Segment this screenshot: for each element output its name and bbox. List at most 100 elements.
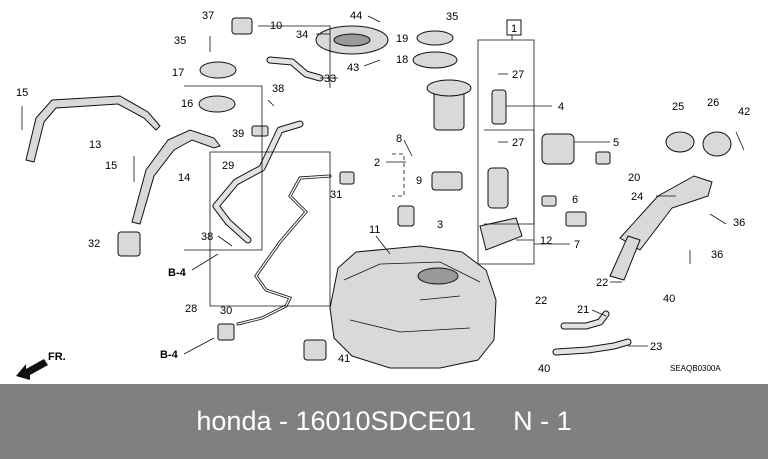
callout-34: 34: [296, 29, 308, 41]
group-box-2: [392, 153, 405, 197]
front-arrow-icon: [16, 359, 48, 380]
footer-part-label: honda - 16010SDCE01 N - 1: [196, 406, 572, 436]
connector-12: [565, 211, 587, 227]
callout-24: 24: [631, 191, 643, 203]
callout-31: 31: [330, 189, 342, 201]
leader-38b: [217, 235, 233, 247]
clip-31: [339, 171, 355, 185]
hose-33-inner: [267, 57, 323, 81]
callout-38b: 38: [201, 231, 213, 243]
filler-neck: [619, 175, 713, 251]
callout-27a: 27: [512, 69, 524, 81]
leader-21: [591, 309, 607, 317]
callout-5: 5: [613, 137, 619, 149]
callout-42: 42: [738, 106, 750, 118]
fuel-pump-cartridge: [491, 89, 507, 125]
ref-front: FR.: [48, 351, 66, 363]
bolt-42: [735, 131, 745, 151]
fuel-strainer: [479, 217, 523, 251]
fuel-pump-flange: [426, 79, 472, 97]
callout-43: 43: [347, 62, 359, 74]
valve-41: [303, 339, 327, 361]
callout-7: 7: [574, 239, 580, 251]
callout-28: 28: [185, 303, 197, 315]
valve-10: [231, 17, 253, 35]
callout-29: 29: [222, 160, 234, 172]
filler-pipe-lower: [609, 235, 641, 281]
leader-43: [363, 59, 381, 67]
callout-15b: 15: [105, 160, 117, 172]
hose-29-inner: [213, 121, 303, 243]
callout-30: 30: [220, 305, 232, 317]
callout-25: 25: [672, 101, 684, 113]
canister-32: [117, 231, 141, 257]
lock-ring-19: [416, 30, 454, 46]
group-box-pump: [484, 129, 535, 225]
leader-b4a: [191, 253, 219, 271]
callout-6: 6: [572, 194, 578, 206]
exploded-view: 1 37 10 35 17 16 15 13 15 14 32 44 34 43…: [16, 10, 750, 380]
callout-10: 10: [270, 20, 282, 32]
ref-b4-upper: B-4: [168, 267, 187, 279]
tank-pump-opening: [417, 267, 459, 285]
connector-30: [217, 323, 235, 341]
tank-strap-13: [25, 95, 161, 163]
callout-27b: 27: [512, 137, 524, 149]
cover-16: [198, 95, 236, 113]
callout-35b: 35: [446, 11, 458, 23]
callout-9: 9: [416, 175, 422, 187]
leader-38a: [267, 99, 275, 107]
callout-44: 44: [350, 10, 362, 22]
access-cover-34-inner: [333, 33, 371, 47]
callout-26: 26: [707, 97, 719, 109]
fuel-tank-top: [343, 261, 481, 333]
callout-39: 39: [232, 128, 244, 140]
hose-21-inner: [561, 311, 609, 329]
gasket-18: [412, 51, 458, 69]
fuel-line-28-inner: [237, 175, 331, 325]
callout-33: 33: [324, 73, 336, 85]
callout-8: 8: [396, 133, 402, 145]
callout-32: 32: [88, 238, 100, 250]
callout-1: 1: [511, 23, 517, 35]
cover-17: [199, 61, 237, 79]
callout-16: 16: [181, 98, 193, 110]
fuel-filter: [541, 133, 575, 165]
callout-41: 41: [338, 353, 350, 365]
callout-4: 4: [558, 101, 564, 113]
ref-b4-lower: B-4: [160, 349, 179, 361]
connector-3: [397, 205, 415, 227]
callout-36a: 36: [733, 217, 745, 229]
filler-cap-assembly: [702, 131, 732, 157]
callout-35a: 35: [174, 35, 186, 47]
connector-20: [595, 151, 611, 165]
callout-37: 37: [202, 10, 214, 22]
fuel-pump-motor: [487, 167, 509, 209]
callout-22b: 22: [535, 295, 547, 307]
callout-17: 17: [172, 67, 184, 79]
diagram-code: SEAQB0300A: [670, 364, 721, 373]
footer-bar: honda - 16010SDCE01 N - 1: [0, 384, 768, 459]
callout-38a: 38: [272, 83, 284, 95]
leader-44: [367, 15, 381, 23]
sender-9: [431, 171, 463, 191]
callout-36b: 36: [711, 249, 723, 261]
callout-11: 11: [369, 224, 380, 236]
tank-strap-14: [131, 129, 221, 225]
callout-13: 13: [89, 139, 101, 151]
hose-23-inner: [553, 339, 631, 355]
leader-b4b: [183, 337, 215, 355]
fuel-tank: [329, 245, 497, 369]
callout-3: 3: [437, 219, 443, 231]
callout-21: 21: [577, 304, 589, 316]
fuel-cap: [665, 131, 695, 153]
group-box-assembly-1: [477, 39, 535, 265]
leader-11: [375, 235, 391, 255]
callout-19: 19: [396, 33, 408, 45]
group-box-29: [184, 85, 263, 251]
callout-22a: 22: [596, 277, 608, 289]
clip-39: [251, 125, 269, 137]
callout-20: 20: [628, 172, 640, 184]
callout-23: 23: [650, 341, 662, 353]
parts-diagram: 1 37 10 35 17 16 15 13 15 14 32 44 34 43…: [16, 10, 751, 380]
